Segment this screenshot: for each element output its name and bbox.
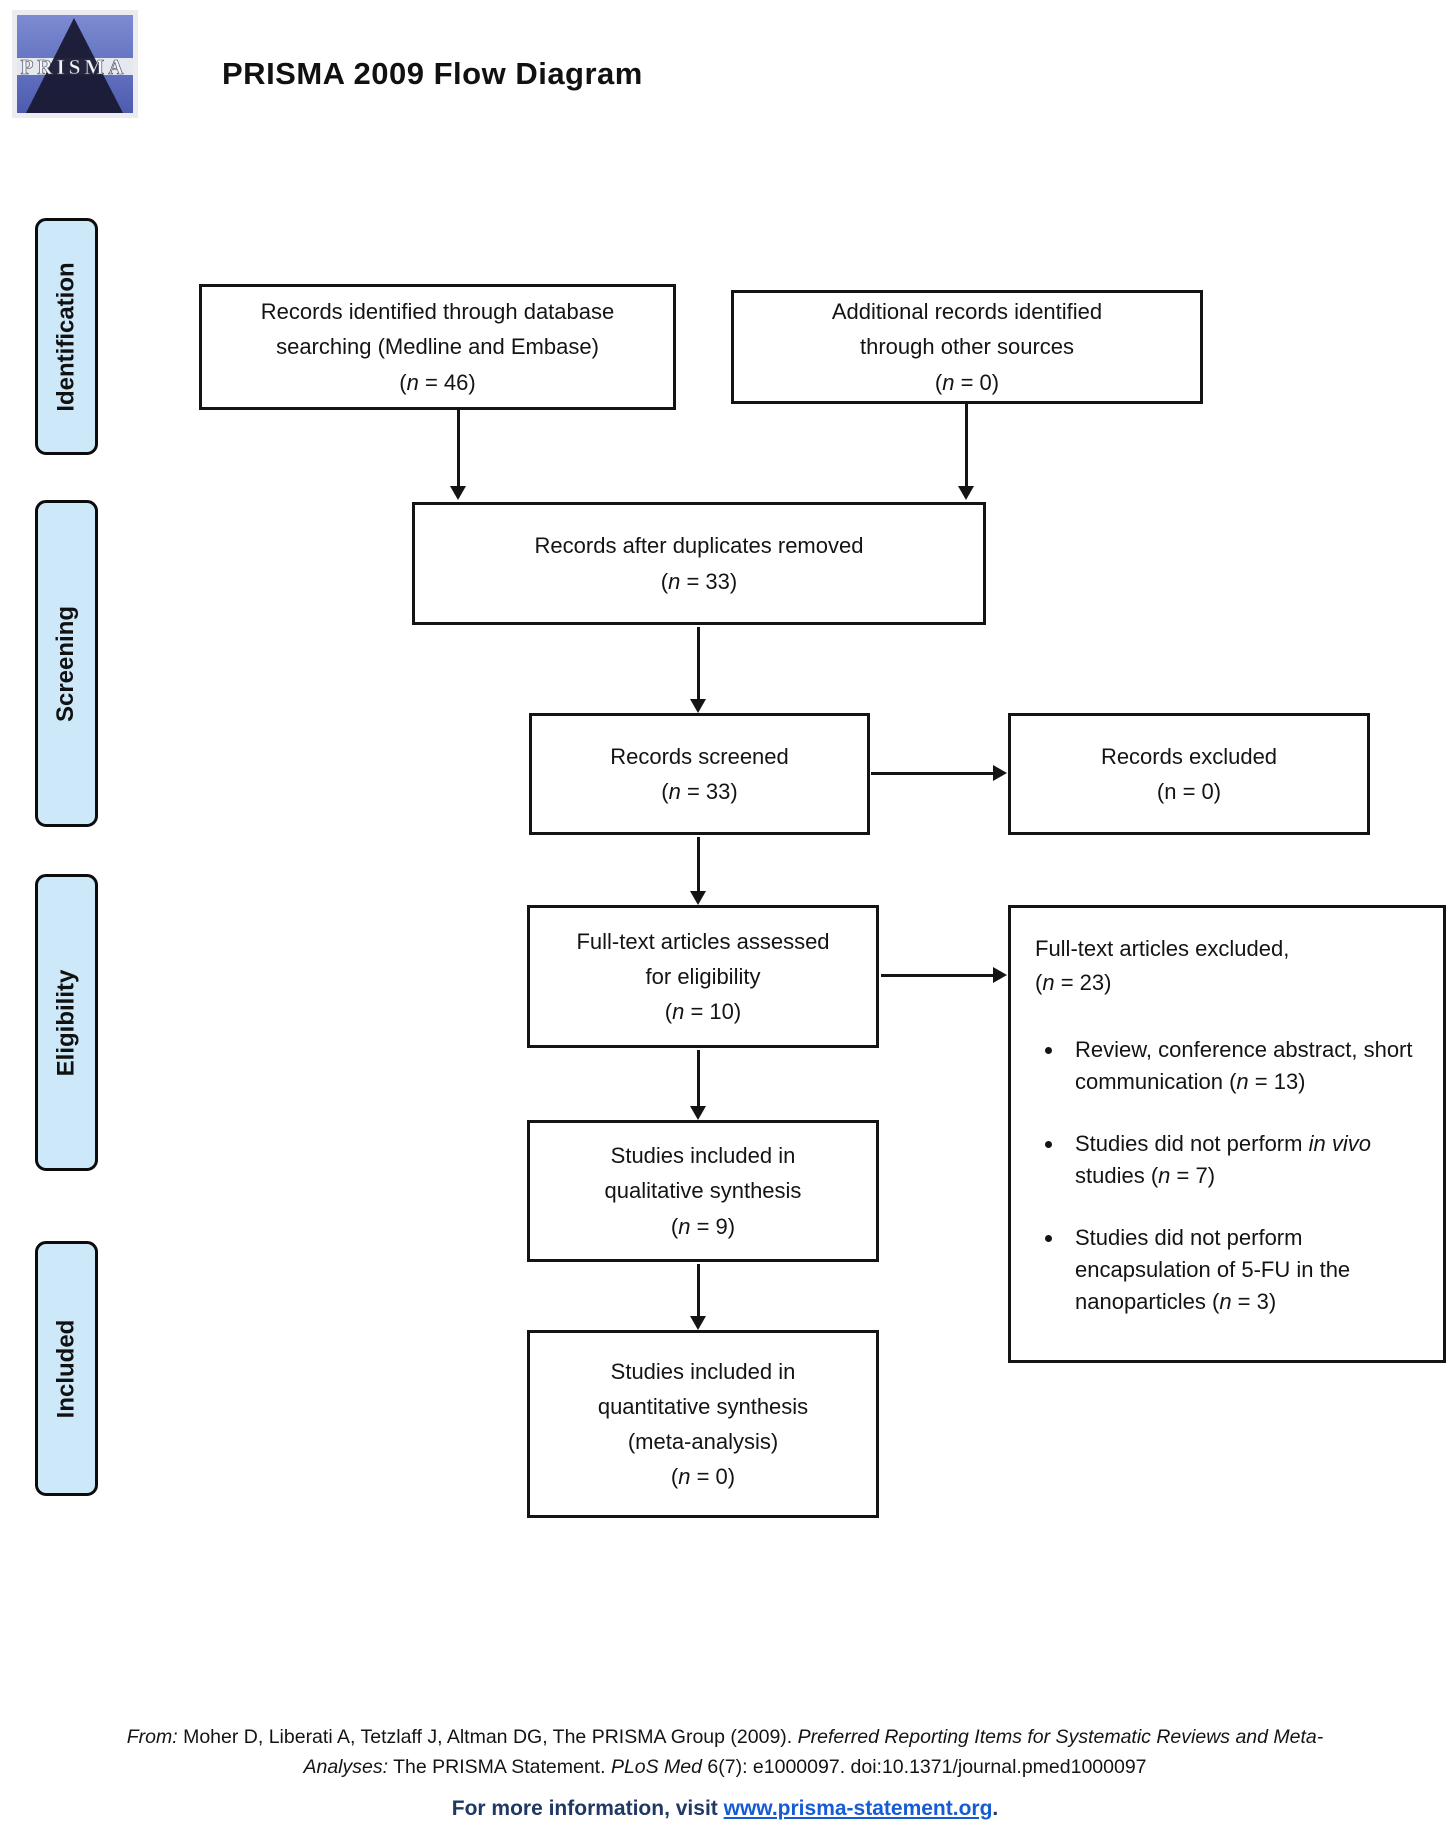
fulltext-excluded-reasons-list: Review, conference abstract, short commu…: [1035, 1034, 1423, 1317]
prisma-statement-link[interactable]: www.prisma-statement.org: [723, 1797, 993, 1820]
stage-label-identification: Identification: [35, 218, 98, 455]
stage-label-text: Eligibility: [52, 969, 80, 1076]
arrowhead-down-icon: [690, 1316, 706, 1330]
page-title: PRISMA 2009 Flow Diagram: [222, 56, 643, 91]
arrow-duplicates-to-screened: [697, 627, 700, 701]
box-fulltext-excluded: Full-text articles excluded,(n = 23) Rev…: [1008, 905, 1446, 1363]
stage-label-text: Identification: [52, 261, 80, 412]
more-information-line: For more information, visit www.prisma-s…: [0, 1797, 1450, 1821]
citation-line-2: Analyses: The PRISMA Statement. PLoS Med…: [303, 1756, 1147, 1779]
arrowhead-down-icon: [690, 891, 706, 905]
citation-line-1: From: Moher D, Liberati A, Tetzlaff J, A…: [126, 1726, 1324, 1748]
arrow-assessed-to-qualitative: [697, 1050, 700, 1108]
fulltext-excluded-intro: Full-text articles excluded,(n = 23): [1035, 936, 1290, 996]
prisma-logo-graphic: PRISMA: [12, 10, 138, 118]
arrow-identified-to-duplicates: [457, 410, 460, 488]
arrowhead-right-icon: [993, 967, 1007, 983]
stage-label-text: Screening: [52, 605, 80, 722]
arrowhead-down-icon: [958, 486, 974, 500]
stage-label-text: Included: [52, 1319, 80, 1418]
logo-wordmark: PRISMA: [21, 55, 128, 79]
info-suffix: .: [992, 1797, 999, 1820]
arrow-additional-to-duplicates: [965, 404, 968, 488]
arrow-qualitative-to-quantitative: [697, 1264, 700, 1318]
arrow-screened-to-excluded: [871, 772, 995, 775]
arrowhead-down-icon: [690, 699, 706, 713]
box-records-excluded: Records excluded(n = 0): [1008, 713, 1370, 835]
arrowhead-down-icon: [690, 1106, 706, 1120]
arrowhead-right-icon: [993, 765, 1007, 781]
box-records-screened: Records screened(n = 33): [529, 713, 870, 835]
logo-triangle-icon: [26, 18, 123, 113]
info-prefix: For more information, visit: [451, 1797, 724, 1820]
stage-label-eligibility: Eligibility: [35, 874, 98, 1171]
arrowhead-down-icon: [450, 486, 466, 500]
arrow-assessed-to-ft-excluded: [881, 974, 995, 977]
citation-text: From: Moher D, Liberati A, Tetzlaff J, A…: [0, 1722, 1450, 1782]
box-records-after-duplicates: Records after duplicates removed(n = 33): [412, 502, 986, 625]
stage-label-screening: Screening: [35, 500, 98, 827]
prisma-logo: PRISMA: [10, 8, 140, 120]
stage-label-included: Included: [35, 1241, 98, 1496]
arrow-screened-to-assessed: [697, 837, 700, 893]
